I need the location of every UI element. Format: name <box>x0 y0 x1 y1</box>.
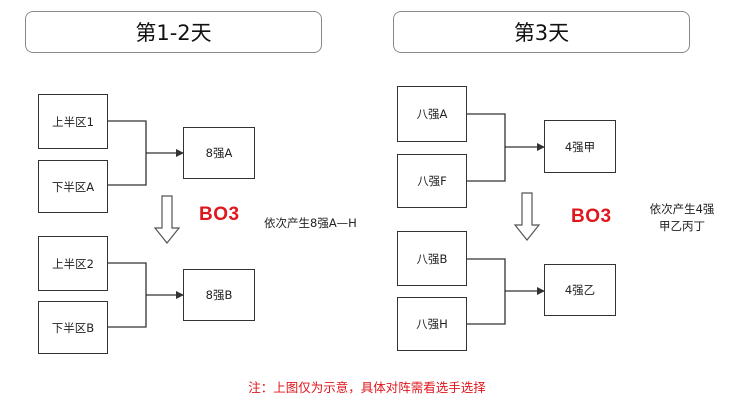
right-box-top4-yi: 4强乙 <box>544 264 616 316</box>
right-box-top4-jia: 4强甲 <box>544 120 616 173</box>
left-bracket-2-connector <box>108 262 147 328</box>
left-box-lower-half-a: 下半区A <box>38 160 108 213</box>
right-bracket-1-connector <box>467 113 506 182</box>
left-box-top8-a: 8强A <box>183 127 255 179</box>
right-down-arrow-icon <box>513 192 541 241</box>
left-box-upper-half-2: 上半区2 <box>38 236 108 291</box>
right-side-note-line1: 依次产生4强 <box>649 202 715 216</box>
left-box-lower-half-b: 下半区B <box>38 301 108 354</box>
right-side-note-line2: 甲乙丙丁 <box>659 219 705 233</box>
left-down-arrow-icon <box>153 195 181 244</box>
right-box-top8-a: 八强A <box>397 86 467 142</box>
right-box-top8-b: 八强B <box>397 231 467 286</box>
right-box-top8-f: 八强F <box>397 154 467 208</box>
right-box-top8-h: 八强H <box>397 297 467 351</box>
left-side-note: 依次产生8强A—H <box>264 216 357 230</box>
right-panel-title: 第3天 <box>393 11 690 53</box>
left-bracket-1-connector <box>108 120 147 186</box>
right-bracket-2-connector <box>467 258 506 325</box>
left-box-top8-b: 8强B <box>183 269 255 321</box>
left-bo3-label: BO3 <box>199 204 240 225</box>
left-box-upper-half-1: 上半区1 <box>38 94 108 149</box>
left-panel-title: 第1-2天 <box>25 11 322 53</box>
footer-note: 注：上图仅为示意，具体对阵需看选手选择 <box>248 380 486 395</box>
right-bo3-label: BO3 <box>571 206 612 227</box>
right-side-note: 依次产生4强 甲乙丙丁 <box>640 201 724 235</box>
